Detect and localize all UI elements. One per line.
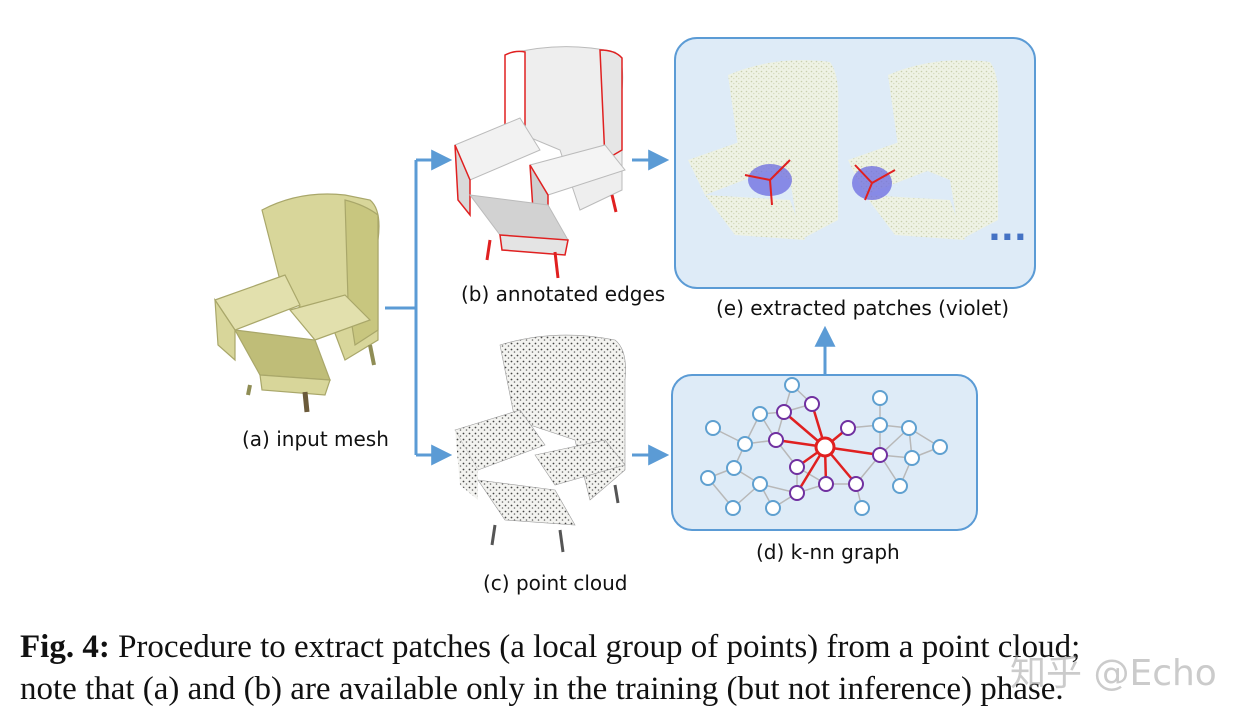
label-e: (e) extracted patches (violet) [716, 296, 1010, 320]
knn-node [848, 476, 864, 492]
knn-node [784, 377, 800, 393]
knn-node [737, 436, 753, 452]
label-a: (a) input mesh [242, 427, 389, 451]
extracted-patches-panel: ... [674, 37, 1036, 289]
knn-node [725, 500, 741, 516]
knn-node [705, 420, 721, 436]
knn-node [804, 396, 820, 412]
caption-line-1: Fig. 4: Procedure to extract patches (a … [20, 626, 1235, 668]
branch-arrows [385, 149, 453, 466]
knn-node [901, 420, 917, 436]
figure-svg: ... [214, 37, 1036, 553]
watermark: 知乎 @Echo [1010, 653, 1217, 694]
knn-node [789, 459, 805, 475]
knn-node [814, 436, 836, 458]
knn-node [752, 406, 768, 422]
knn-node [854, 500, 870, 516]
ellipsis: ... [988, 209, 1027, 249]
label-d: (d) k-nn graph [756, 540, 900, 564]
point-cloud-chair [454, 334, 626, 553]
knn-node [765, 500, 781, 516]
figure: ... [214, 37, 1036, 553]
knn-node [872, 417, 888, 433]
knn-node [768, 432, 784, 448]
caption-line-1-text: Procedure to extract patches (a local gr… [109, 629, 1081, 665]
input-mesh-chair [214, 193, 380, 413]
knn-node [776, 404, 792, 420]
knn-node [932, 439, 948, 455]
knn-node [904, 450, 920, 466]
knn-node [752, 476, 768, 492]
knn-graph [700, 377, 948, 516]
label-c: (c) point cloud [483, 571, 628, 595]
knn-graph-panel [671, 374, 978, 531]
knn-node [872, 390, 888, 406]
knn-node [840, 420, 856, 436]
knn-node [872, 447, 888, 463]
caption-fig-label: Fig. 4: [20, 629, 110, 665]
knn-node [700, 470, 716, 486]
caption-line-2: note that (a) and (b) are available only… [20, 671, 1064, 707]
knn-node [789, 485, 805, 501]
annotated-edges-chair [454, 46, 626, 279]
label-b: (b) annotated edges [461, 282, 666, 306]
knn-node [892, 478, 908, 494]
knn-node [726, 460, 742, 476]
knn-node [818, 476, 834, 492]
